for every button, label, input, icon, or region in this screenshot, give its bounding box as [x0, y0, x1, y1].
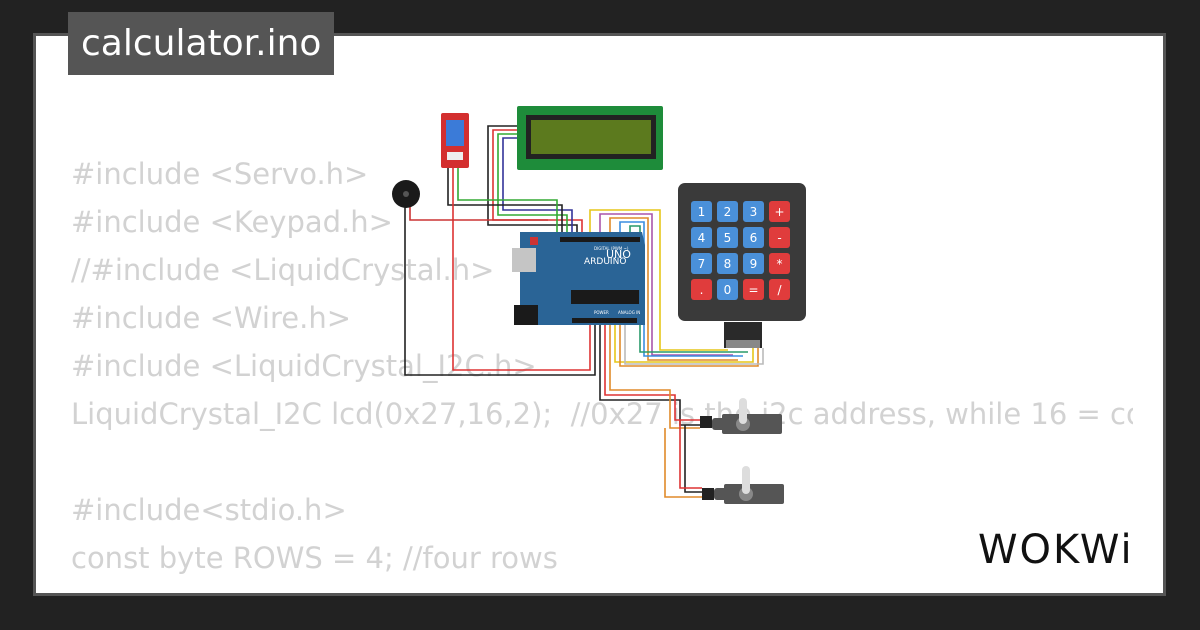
- keypad-key[interactable]: 7: [691, 253, 712, 274]
- arduino-uno-board[interactable]: ARDUINO UNO DIGITAL (PWM ~) ANALOG IN PO…: [512, 232, 645, 325]
- digital-label: DIGITAL (PWM ~): [594, 246, 629, 251]
- chip: [571, 290, 639, 304]
- servo-motor-1[interactable]: [700, 398, 782, 434]
- code-line: #include <Wire.h>: [71, 301, 352, 335]
- keypad-key-label: 1: [698, 205, 706, 219]
- relay-module[interactable]: [441, 113, 469, 168]
- power-jack: [514, 305, 538, 325]
- lcd-display[interactable]: [517, 106, 663, 170]
- code-line: #include <Keypad.h>: [71, 205, 393, 239]
- keypad-key[interactable]: +: [769, 201, 790, 222]
- keypad-key-label: 0: [724, 283, 732, 297]
- keypad-key[interactable]: 6: [743, 227, 764, 248]
- keypad-key[interactable]: =: [743, 279, 764, 300]
- keypad-key-label: 8: [724, 257, 732, 271]
- buzzer[interactable]: [392, 180, 420, 208]
- code-line: #include<stdio.h>: [71, 493, 347, 527]
- usb-port: [512, 248, 536, 272]
- keypad-key-label: 7: [698, 257, 706, 271]
- keypad-key-label: 3: [750, 205, 758, 219]
- arduino-model: UNO: [606, 248, 631, 261]
- keypad-key-label: -: [777, 231, 781, 245]
- wokwi-logo: WOKWi: [978, 527, 1134, 573]
- arduino-brand: ARDUINO: [584, 257, 626, 267]
- project-title: calculator.ino: [68, 12, 335, 75]
- keypad-key[interactable]: 8: [717, 253, 738, 274]
- servo-motor-2[interactable]: [702, 466, 784, 504]
- keypad[interactable]: 1 2 3 +4 5 6 - 7 8 9 *. 0 = /: [678, 183, 806, 348]
- keypad-key-label: 2: [724, 205, 732, 219]
- keypad-key[interactable]: *: [769, 253, 790, 274]
- wires: [404, 125, 764, 498]
- keypad-key[interactable]: .: [691, 279, 712, 300]
- code-line: const byte ROWS = 4; //four rows: [71, 541, 558, 575]
- keypad-key[interactable]: -: [769, 227, 790, 248]
- keypad-key[interactable]: /: [769, 279, 790, 300]
- keypad-key-label: 6: [750, 231, 758, 245]
- analog-label: ANALOG IN: [618, 310, 640, 315]
- keypad-key-label: 9: [750, 257, 758, 271]
- keypad-key[interactable]: 3: [743, 201, 764, 222]
- keypad-key-label: 4: [698, 231, 706, 245]
- code-line: #include <Servo.h>: [71, 157, 369, 191]
- keypad-key-label: .: [700, 283, 704, 297]
- keypad-key[interactable]: 0: [717, 279, 738, 300]
- code-line: const byte COLS = 4; //four columns: [71, 582, 1133, 593]
- reset-button[interactable]: [530, 237, 538, 245]
- keypad-key[interactable]: 4: [691, 227, 712, 248]
- code-listing: #include <Servo.h> #include <Keypad.h> /…: [71, 150, 1133, 593]
- power-label: POWER: [594, 310, 609, 315]
- keypad-key[interactable]: 1: [691, 201, 712, 222]
- keypad-key-label: +: [774, 205, 784, 219]
- keypad-key[interactable]: 5: [717, 227, 738, 248]
- keypad-key-label: *: [777, 257, 783, 271]
- keypad-key-label: /: [777, 283, 782, 297]
- keypad-key[interactable]: 2: [717, 201, 738, 222]
- code-line: //#include <LiquidCrystal.h>: [71, 253, 495, 287]
- keypad-key-label: 5: [724, 231, 732, 245]
- code-line: #include <LiquidCrystal_I2C.h>: [71, 349, 537, 383]
- keypad-key[interactable]: 9: [743, 253, 764, 274]
- keypad-key-label: =: [748, 283, 758, 297]
